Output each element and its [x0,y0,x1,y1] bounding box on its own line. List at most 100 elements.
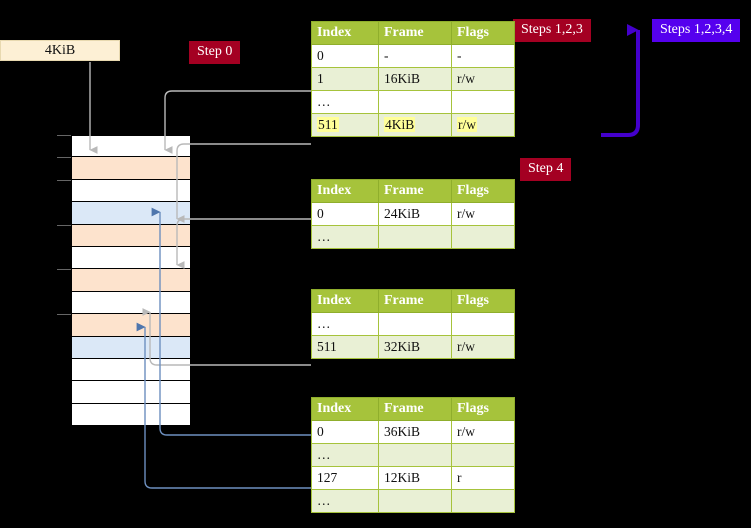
cell-flags [451,489,515,513]
step-0-badge: Step 0 [189,41,241,64]
memory-frame-row [71,269,191,292]
frame-boundary-tick [57,157,71,158]
cell-frame [378,312,452,336]
cell-frame: 32KiB [378,335,452,359]
cell-index: … [311,225,379,249]
cell-flags [451,443,515,467]
cell-flags: - [451,44,515,68]
frame-boundary-tick [57,135,71,136]
memory-frame-row [71,135,191,158]
memory-frame-row [71,403,191,427]
memory-frame-row [71,157,191,180]
cell-frame: 12KiB [378,466,452,490]
cell-frame [378,225,452,249]
cell-frame: 24KiB [378,202,452,226]
highlighted-value: 4KiB [384,117,416,132]
cell-index: … [311,489,379,513]
cell-frame: 36KiB [378,420,452,444]
step-4-badge: Step 4 [520,158,572,181]
step-4-label: Step 4 [528,161,564,176]
memory-frame-row [71,202,191,225]
steps-1234-badge: Steps 1,2,3,4 [652,19,741,42]
memory-frame-row [71,381,191,404]
cell-index: … [311,90,379,114]
cell-index: 511 [311,335,379,359]
column-header-index: Index [311,289,379,313]
column-header-flags: Flags [451,397,515,421]
table-row: … [311,312,515,336]
highlighted-value: 511 [317,117,339,132]
cell-frame: 16KiB [378,67,452,91]
cell-flags [451,312,515,336]
frame-boundary-tick [57,269,71,270]
column-header-frame: Frame [378,21,452,45]
cell-index: 511 [311,113,379,137]
cell-index: … [311,312,379,336]
column-header-index: Index [311,179,379,203]
memory-frame-row [71,336,191,359]
cell-index: … [311,443,379,467]
cell-flags: r/w [451,202,515,226]
cell-flags: r/w [451,113,515,137]
table-row: 511 4KiB r/w [311,113,515,137]
cell-frame: - [378,44,452,68]
column-header-index: Index [311,397,379,421]
table-row: 0-- [311,44,515,68]
virtual-page-size-box: 4KiB [0,40,120,61]
memory-frame-row [71,224,191,247]
memory-frame-row [71,179,191,203]
memory-frame-row [71,291,191,315]
table-row: … [311,225,515,249]
cell-frame [378,90,452,114]
virtual-page-size-label: 4KiB [44,42,76,58]
cell-index: 0 [311,44,379,68]
cell-flags [451,90,515,114]
cell-frame [378,443,452,467]
table-row: … [311,90,515,114]
column-header-frame: Frame [378,289,452,313]
cell-frame: 4KiB [378,113,452,137]
cell-flags: r [451,466,515,490]
steps-123-label: Steps 1,2,3 [521,22,583,37]
cell-index: 1 [311,67,379,91]
cell-index: 0 [311,202,379,226]
steps-bracket-arrow [601,24,640,137]
steps-1234-label: Steps 1,2,3,4 [660,22,733,37]
cell-flags: r/w [451,420,515,444]
memory-frame-row [71,314,191,337]
memory-frame-row [71,247,191,270]
cell-flags: r/w [451,335,515,359]
frame-boundary-tick [57,225,71,226]
column-header-flags: Flags [451,289,515,313]
cell-flags: r/w [451,67,515,91]
frame-boundary-tick [57,314,71,315]
steps-123-badge: Steps 1,2,3 [513,19,591,42]
column-header-index: Index [311,21,379,45]
column-header-flags: Flags [451,21,515,45]
column-header-frame: Frame [378,397,452,421]
cell-index: 0 [311,420,379,444]
cell-index: 127 [311,466,379,490]
cell-flags [451,225,515,249]
cell-frame [378,489,452,513]
table-row: … [311,489,515,513]
step-0-label: Step 0 [197,44,233,59]
column-header-frame: Frame [378,179,452,203]
column-header-flags: Flags [451,179,515,203]
highlighted-value: r/w [457,117,477,132]
memory-frame-row [71,359,191,382]
